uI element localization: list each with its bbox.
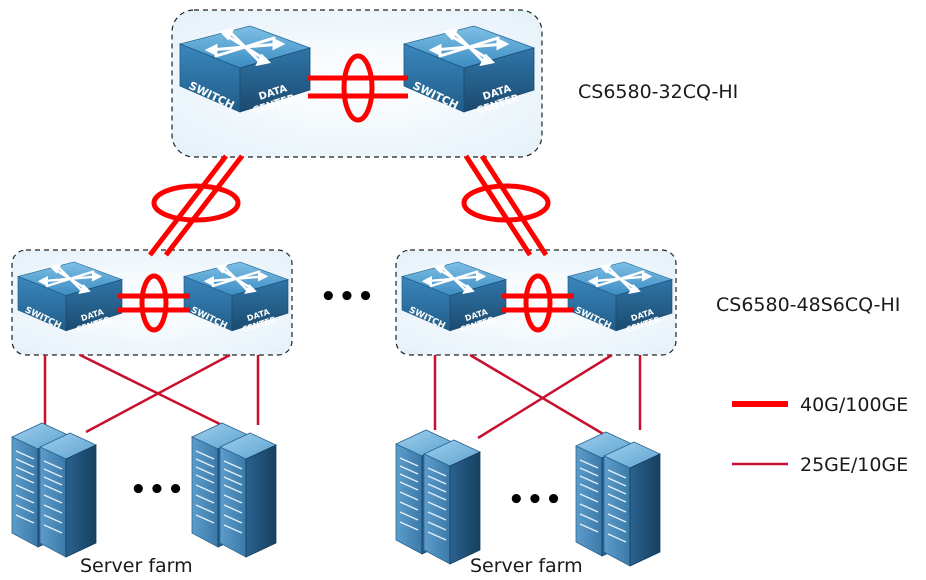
uplink-left-lag-ring [151, 183, 241, 223]
server-left-4 [219, 432, 277, 558]
server-links-right [433, 353, 642, 440]
ellipsis-servers-right: ••• [508, 485, 564, 515]
server-farm-label-left: Server farm [80, 555, 193, 577]
ellipsis-servers-left: ••• [130, 475, 186, 505]
server-links-left [43, 353, 260, 434]
core-model-label: CS6580-32CQ-HI [578, 81, 738, 103]
uplink-right-lag-ring [461, 183, 551, 223]
server-left-2 [39, 432, 97, 558]
legend: 40G/100GE 25GE/10GE [732, 394, 908, 476]
server-farm-label-right: Server farm [470, 555, 583, 577]
access-peer-link-left [118, 293, 190, 313]
access-peer-lag-ring-right [523, 273, 553, 333]
uplink-left [148, 154, 244, 257]
access-peer-link-right [502, 293, 574, 313]
server-right-4 [603, 441, 661, 567]
core-peer-link [308, 75, 408, 99]
core-peer-lag-ring [341, 53, 375, 123]
uplink-right [463, 154, 549, 257]
access-peer-lag-ring-left [139, 273, 169, 333]
access-model-label: CS6580-48S6CQ-HI [716, 294, 900, 316]
legend-label-thick: 40G/100GE [800, 394, 908, 416]
server-right-2 [423, 439, 481, 565]
legend-label-thin: 25GE/10GE [800, 454, 908, 476]
ellipsis-access: ••• [320, 282, 376, 312]
